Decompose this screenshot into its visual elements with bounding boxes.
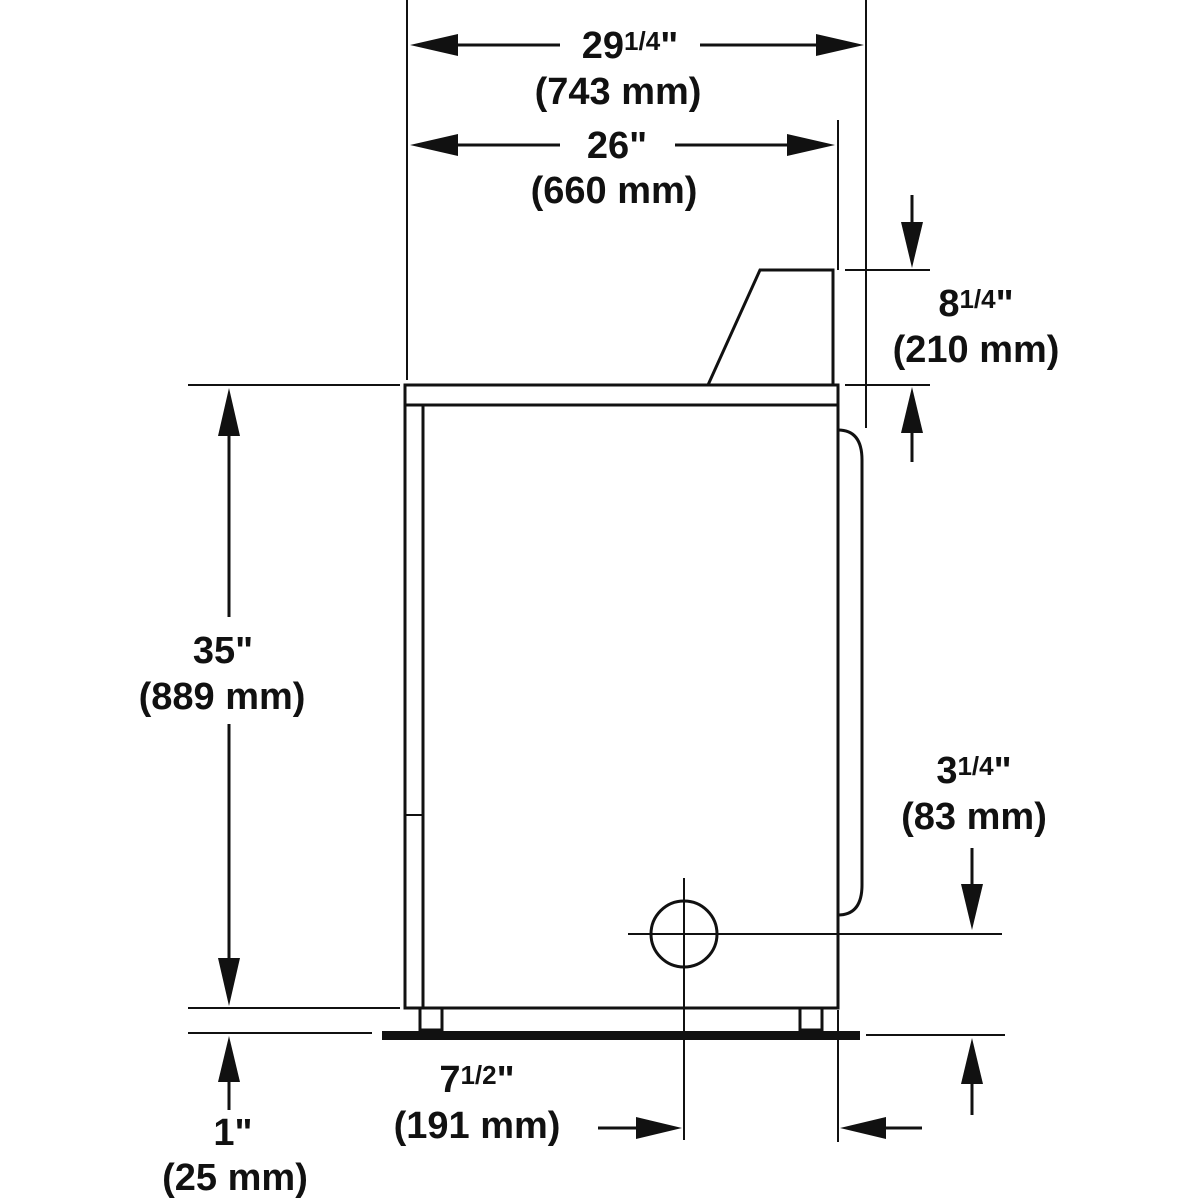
cabinet-depth-imperial: 26" — [587, 125, 647, 167]
cabinet-height-imperial: 35" — [193, 630, 253, 672]
vent-height-imperial: 31/4" — [936, 750, 1011, 792]
front-foot — [418, 1006, 444, 1032]
top-panel — [403, 383, 840, 407]
console-height-metric: (210 mm) — [893, 329, 1060, 371]
vent-offset-metric: (191 mm) — [394, 1105, 561, 1147]
dimension-labels: 291/4" (743 mm) 26" (660 mm) 81/4" (210 … — [139, 25, 1060, 1199]
vent-height-metric: (83 mm) — [901, 796, 1047, 838]
overall-depth-imperial: 291/4" — [582, 25, 678, 67]
control-console — [706, 268, 835, 386]
cabinet-height-metric: (889 mm) — [139, 676, 306, 718]
vent-offset-imperial: 71/2" — [439, 1059, 514, 1101]
console-height-imperial: 81/4" — [938, 283, 1013, 325]
rear-hose-bulge — [837, 428, 864, 917]
cabinet-depth-metric: (660 mm) — [531, 170, 698, 212]
rear-foot — [798, 1006, 824, 1032]
extension-lines — [188, 0, 1005, 1142]
leg-height-imperial: 1" — [213, 1112, 252, 1154]
dimension-lines — [218, 34, 983, 1139]
overall-depth-fraction: 1/4 — [624, 26, 661, 56]
cabinet-body — [403, 403, 840, 1010]
overall-depth-metric: (743 mm) — [535, 71, 702, 113]
appliance-side-view — [382, 268, 1002, 1140]
floor-line — [382, 1031, 860, 1040]
leg-height-metric: (25 mm) — [162, 1157, 308, 1199]
